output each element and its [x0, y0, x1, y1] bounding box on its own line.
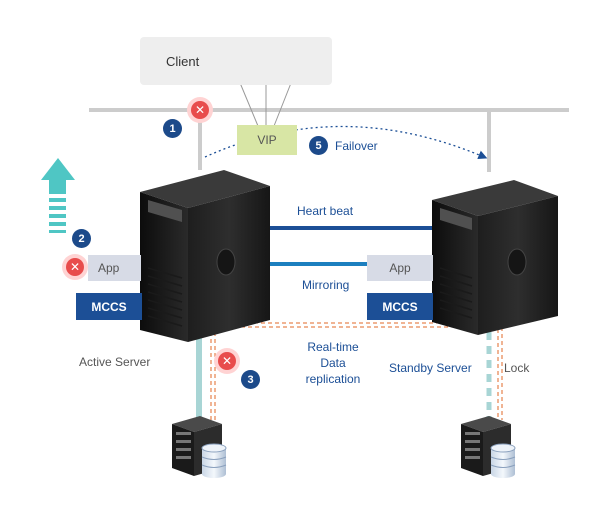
heartbeat-label: Heart beat [297, 204, 354, 218]
failure-icon: ✕ [214, 348, 240, 374]
vip-label: VIP [257, 133, 277, 147]
step-badge-3: 3 [241, 370, 260, 389]
lock-label: Lock [504, 361, 530, 375]
replication-label: Real-time Data replication [288, 339, 378, 387]
step-badge-5: 5 [309, 136, 328, 155]
active-mccs-label: MCCS [91, 299, 127, 314]
network-bus [89, 108, 569, 112]
standby-storage-icon [461, 416, 516, 478]
active-uplink [198, 110, 202, 170]
standby-uplink [487, 110, 491, 172]
standby-app-label: App [389, 261, 411, 275]
step-badge-2: 2 [72, 229, 91, 248]
active-mccs-box: MCCS [76, 293, 142, 320]
standby-mccs-label: MCCS [382, 299, 418, 314]
standby-server-icon [432, 180, 558, 335]
client-box [140, 37, 332, 85]
active-app-label: App [98, 261, 120, 275]
replication-line-3: replication [305, 372, 361, 386]
failover-label: Failover [335, 139, 378, 153]
replication-line-1: Real-time [307, 340, 359, 354]
standby-mccs-box: MCCS [367, 293, 433, 320]
active-server-label: Active Server [79, 355, 151, 369]
replication-path [210, 322, 503, 420]
client-label: Client [166, 54, 200, 69]
client-vip-lines [237, 77, 294, 127]
mirroring-label: Mirroring [302, 278, 350, 292]
standby-app-box: App [367, 255, 433, 281]
mirroring-line [268, 262, 368, 266]
teal-up-arrow [41, 158, 75, 233]
active-storage-icon [172, 416, 227, 478]
vip-box: VIP [237, 125, 297, 155]
active-storage-link [196, 328, 202, 420]
failure-icon: ✕ [62, 254, 88, 280]
heartbeat-line [268, 226, 433, 230]
active-app-box: App [88, 255, 141, 281]
failover-arrow [204, 125, 488, 160]
replication-line-2: Data [320, 356, 346, 370]
step-badge-1: 1 [163, 119, 182, 138]
standby-server-label: Standby Server [389, 361, 472, 375]
failure-icon: ✕ [187, 97, 213, 123]
active-server-icon [140, 170, 270, 342]
